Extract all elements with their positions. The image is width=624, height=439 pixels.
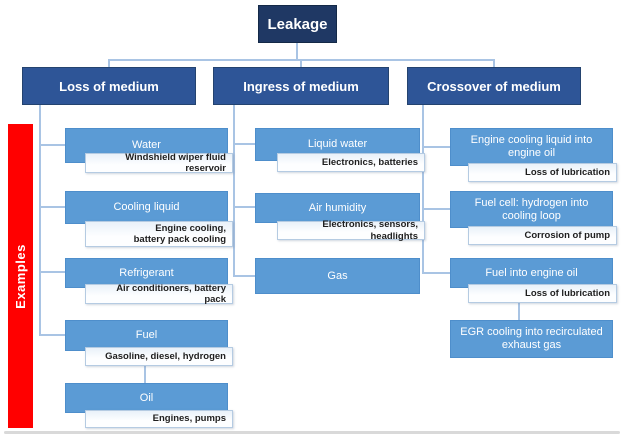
header-loss-of-medium: Loss of medium xyxy=(22,67,196,105)
node-air-humidity-example: Electronics, sensors, headlights xyxy=(277,219,425,242)
connector-stub xyxy=(422,146,451,148)
node-fuel: Fuel xyxy=(65,320,228,351)
connector-root-drop xyxy=(296,43,298,60)
node-fuel-example: Gasoline, diesel, hydrogen xyxy=(85,347,233,366)
node-egr-cooling: EGR cooling into recirculated exhaust ga… xyxy=(450,320,613,358)
header-crossover-of-medium: Crossover of medium xyxy=(407,67,581,105)
connector-drop-loss xyxy=(108,59,110,68)
connector-stub xyxy=(39,271,66,273)
node-oil: Oil xyxy=(65,383,228,413)
connector-drop-crossover xyxy=(493,59,495,68)
connector-stub xyxy=(233,206,256,208)
bottom-rule xyxy=(4,431,620,434)
connector-spine-loss xyxy=(39,105,41,336)
node-fuel-cell-hydrogen: Fuel cell: hydrogen into cooling loop xyxy=(450,191,613,228)
connector-spine-ingress xyxy=(233,105,235,277)
node-water-example: Windshield wiper fluid reservoir xyxy=(85,152,233,174)
node-gas: Gas xyxy=(255,258,420,294)
connector-fuel-egr xyxy=(518,303,520,320)
connector-stub xyxy=(422,208,451,210)
connector-drop-ingress xyxy=(300,59,302,68)
connector-stub xyxy=(39,334,66,336)
node-fuel-into-engine-oil-example: Loss of lubrication xyxy=(468,284,617,303)
connector-fuel-oil xyxy=(144,366,146,383)
node-fuel-into-engine-oil: Fuel into engine oil xyxy=(450,258,613,288)
node-leakage: Leakage xyxy=(258,5,337,43)
node-cooling-liquid-example: Engine cooling, battery pack cooling xyxy=(85,221,233,247)
connector-spine-crossover xyxy=(422,105,424,274)
connector-stub xyxy=(422,272,451,274)
node-engine-cooling-into-oil: Engine cooling liquid into engine oil xyxy=(450,128,613,166)
node-refrigerant-example: Air conditioners, battery pack xyxy=(85,283,233,305)
examples-bar: Examples xyxy=(8,124,33,428)
connector-stub xyxy=(233,143,256,145)
node-air-humidity: Air humidity xyxy=(255,193,420,223)
node-cooling-liquid: Cooling liquid xyxy=(65,191,228,224)
connector-stub xyxy=(39,144,66,146)
connector-stub xyxy=(39,206,66,208)
node-engine-cooling-into-oil-example: Loss of lubrication xyxy=(468,163,617,182)
connector-stub xyxy=(233,275,256,277)
header-ingress-of-medium: Ingress of medium xyxy=(213,67,389,105)
node-fuel-cell-hydrogen-example: Corrosion of pump xyxy=(468,226,617,245)
node-liquid-water-example: Electronics, batteries xyxy=(277,153,425,172)
node-oil-example: Engines, pumps xyxy=(85,410,233,428)
examples-bar-label: Examples xyxy=(13,243,29,309)
